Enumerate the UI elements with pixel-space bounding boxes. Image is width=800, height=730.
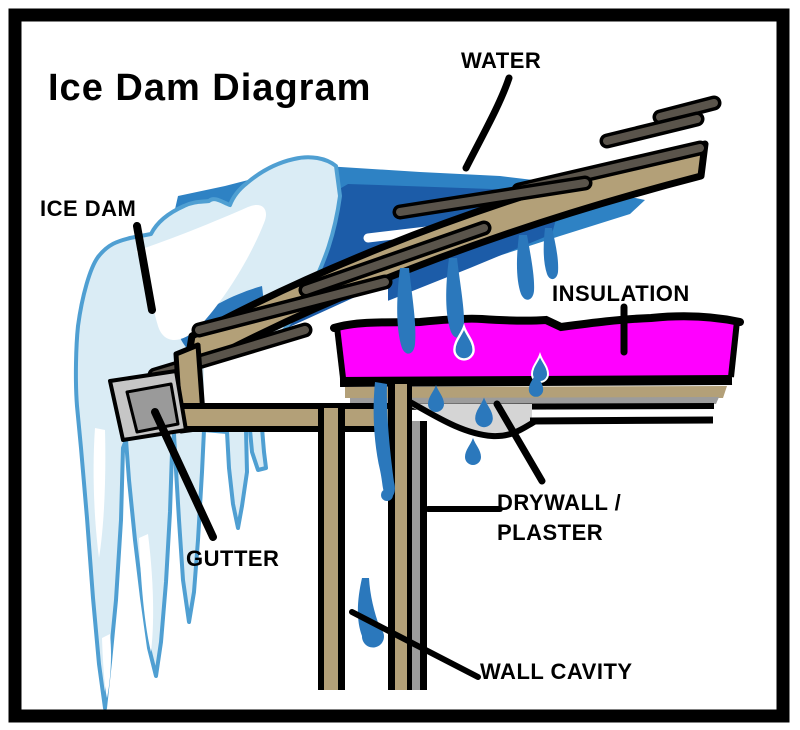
wall-leak-stream-lower [357, 578, 384, 648]
roof-drips [397, 228, 559, 354]
wall-outer-line [318, 408, 324, 690]
drip [516, 235, 535, 300]
wall-drywall-layer [412, 421, 420, 690]
wall-leak-stream [373, 382, 395, 498]
leak-water [357, 372, 544, 648]
ceiling-sag-curve [407, 399, 537, 440]
drip [446, 258, 465, 338]
wall-stud-inner-edge [338, 408, 345, 690]
ice-highlight-icicle-b [139, 534, 154, 652]
insulation-block [337, 315, 737, 379]
gutter-label: GUTTER [186, 546, 279, 571]
shingle [191, 274, 393, 338]
pointer-lines [133, 74, 628, 680]
wall-outer-stud [324, 408, 338, 690]
wall-cavity-label: WALL CAVITY [480, 659, 633, 684]
gutter [108, 369, 188, 442]
shingle [599, 111, 705, 149]
insulation-left-edge [334, 326, 346, 379]
drip [397, 268, 416, 354]
insulation-label: INSULATION [552, 281, 690, 306]
shingle [652, 95, 722, 125]
water-pointer-line [462, 74, 513, 172]
frame-border [8, 8, 790, 723]
gutter-pointer-line [151, 408, 217, 541]
gutter-inner [125, 382, 180, 434]
drywall-plaster-label-line2: PLASTER [497, 520, 603, 545]
shingle [298, 220, 492, 298]
drip [543, 228, 559, 280]
shingles [147, 95, 722, 383]
eave-attic-space [204, 282, 388, 423]
ice-dam-label: ICE DAM [40, 196, 136, 221]
wall-cavity-pointer-line [349, 609, 481, 680]
ice-highlight-icicle-a [93, 428, 106, 558]
wall-interior-face-line [420, 421, 427, 690]
wall-inner-stud [395, 384, 407, 690]
wall-inner-line [388, 384, 395, 690]
ice-dam-pointer-line [133, 222, 156, 314]
shingle [392, 175, 593, 220]
wall-stud-face-line [407, 384, 412, 690]
drywall-plaster-label-line1: DRYWALL / [497, 490, 621, 515]
soffit-board [182, 409, 392, 426]
wall-assembly [318, 384, 427, 690]
drywall-pointer-line-diagonal [493, 400, 546, 485]
insulation-right-edge [728, 320, 740, 378]
ice-highlight-mound [136, 204, 267, 340]
page-title: Ice Dam Diagram [48, 67, 371, 109]
water-label: WATER [461, 48, 541, 73]
wall-leak-drop [381, 489, 393, 501]
ice-highlight-icicle-a2 [102, 634, 111, 698]
room-ceiling-line [529, 416, 714, 425]
